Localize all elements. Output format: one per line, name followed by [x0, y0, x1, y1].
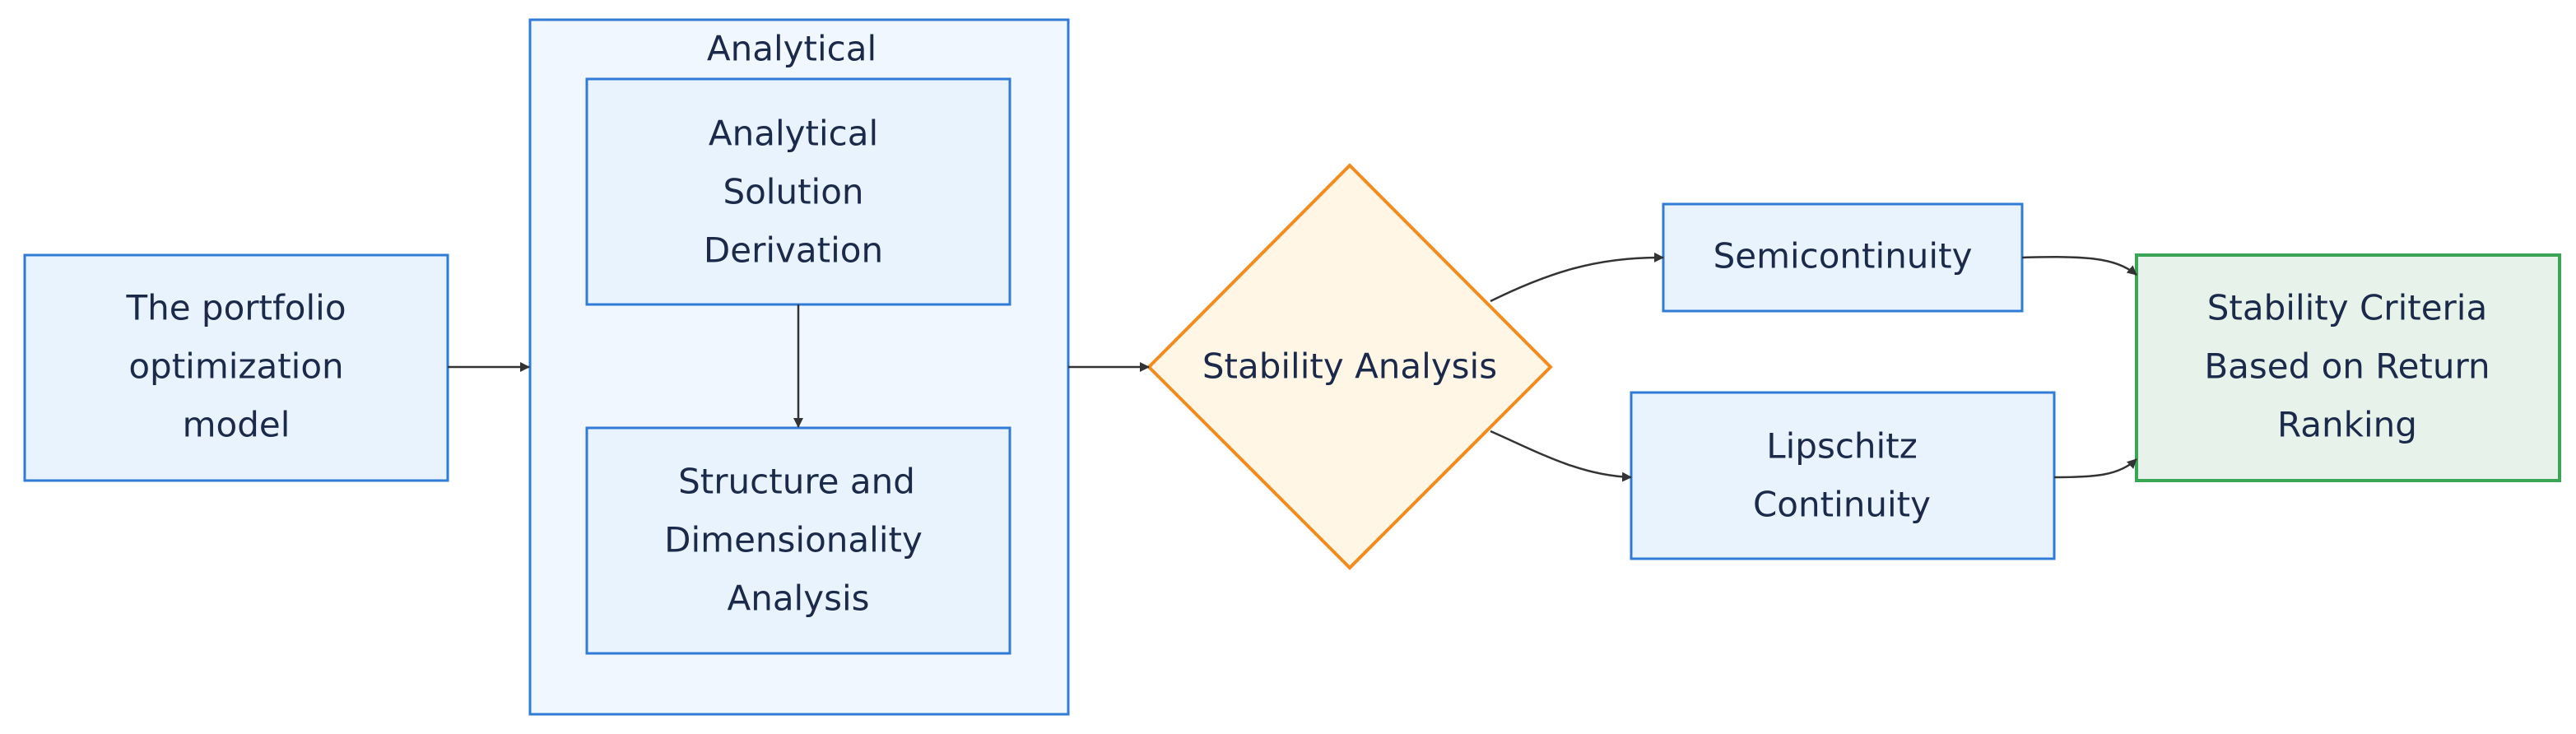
node-semicontinuity-box — [1662, 202, 2024, 313]
node-solution-derivation-line-3: Derivation — [704, 230, 883, 271]
node-semicontinuity-label: Semicontinuity — [1713, 236, 1973, 276]
node-lipschitz-continuity-line-2: Continuity — [1753, 485, 1931, 525]
node-portfolio-model-line-2: optimization — [128, 346, 343, 387]
node-lipschitz-continuity-box — [1630, 391, 2056, 560]
edges — [448, 252, 2137, 482]
node-solution-derivation-line-2: Solution — [723, 172, 863, 212]
node-portfolio-model[interactable]: The portfolio optimization model — [23, 253, 449, 482]
node-lipschitz-continuity[interactable]: Lipschitz Continuity — [1630, 391, 2056, 560]
node-stability-criteria-box — [2135, 253, 2561, 482]
node-solution-derivation-line-1: Analytical — [709, 114, 878, 154]
edge-stability-to-lipschitz — [1490, 430, 1632, 482]
node-stability-analysis-diamond — [1146, 163, 1553, 570]
node-stability-analysis-label: Stability Analysis — [1202, 346, 1497, 387]
edge-lipschitz-to-criteria — [2053, 458, 2137, 479]
node-solution-derivation-box — [585, 77, 1011, 306]
node-structure-analysis-box — [585, 426, 1011, 655]
node-structure-analysis-line-1: Structure and — [678, 462, 915, 502]
node-stability-criteria[interactable]: Stability Criteria Based on Return Ranki… — [2135, 253, 2561, 482]
edge-stability-to-semicontinuity — [1490, 252, 1664, 303]
edge-semicontinuity-to-criteria — [2021, 256, 2137, 276]
node-structure-analysis-line-3: Analysis — [727, 578, 869, 619]
node-stability-analysis[interactable]: Stability Analysis — [1146, 163, 1553, 570]
analytical-group-label: Analytical — [707, 29, 876, 69]
node-portfolio-model-box — [23, 253, 449, 482]
node-structure-analysis-line-2: Dimensionality — [664, 520, 923, 560]
node-semicontinuity[interactable]: Semicontinuity — [1662, 202, 2024, 313]
node-solution-derivation[interactable]: Analytical Solution Derivation — [585, 77, 1011, 306]
node-stability-criteria-line-1: Stability Criteria — [2207, 288, 2487, 328]
node-portfolio-model-line-3: model — [183, 405, 291, 445]
node-structure-analysis[interactable]: Structure and Dimensionality Analysis — [585, 426, 1011, 655]
node-stability-criteria-line-2: Based on Return — [2204, 346, 2490, 387]
node-portfolio-model-line-1: The portfolio — [125, 288, 346, 328]
node-lipschitz-continuity-line-1: Lipschitz — [1766, 426, 1918, 467]
node-stability-criteria-line-3: Ranking — [2277, 405, 2417, 445]
